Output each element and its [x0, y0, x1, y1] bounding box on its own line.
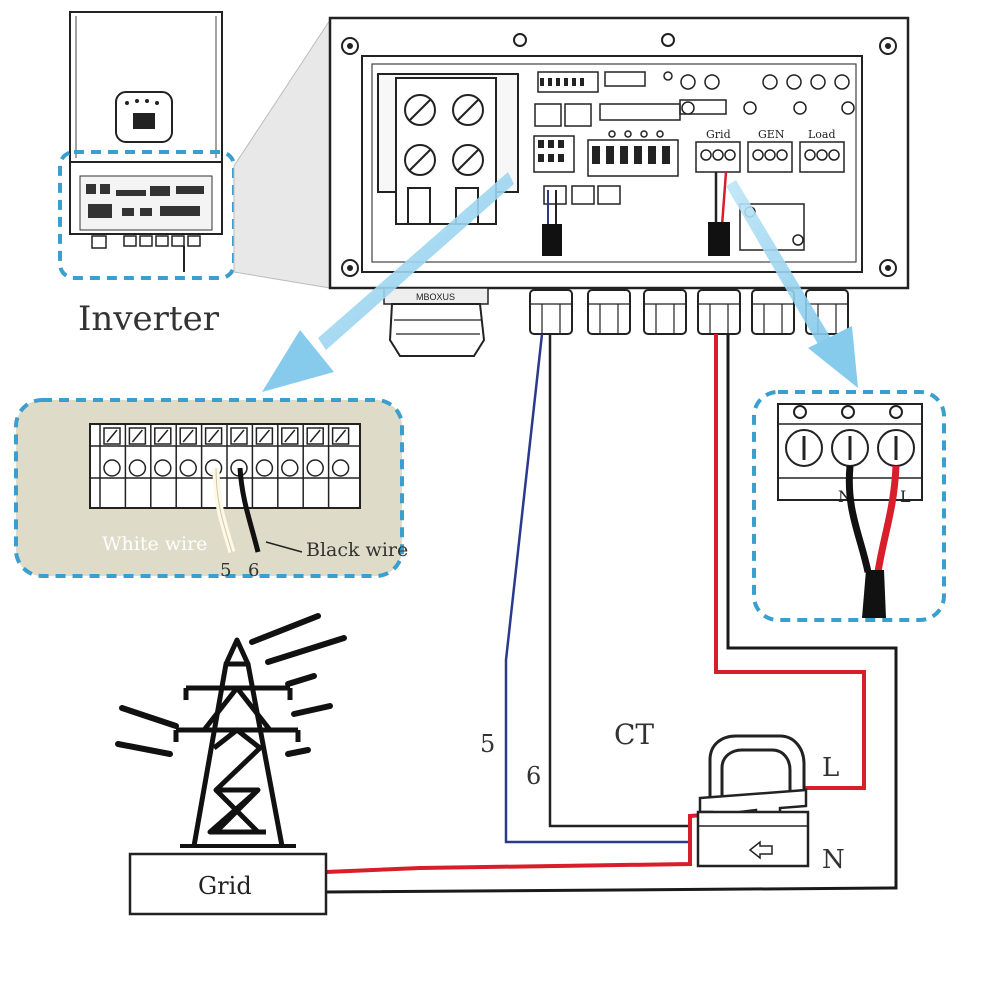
terminal-hole — [128, 459, 147, 477]
inverter-wiring-bay: Grid GEN Load — [328, 16, 910, 290]
black-wire — [237, 467, 261, 553]
zoom-wedge — [233, 18, 331, 289]
terminal-hole — [179, 459, 197, 477]
terminal-hole — [154, 459, 172, 477]
port-grid-label: Grid — [706, 128, 731, 141]
inverter-label: Inverter — [78, 299, 220, 339]
pin-5-label: 5 — [220, 560, 231, 581]
terminal-l-label: L — [900, 487, 911, 506]
terminal-hole — [281, 459, 299, 477]
cable-glands: MBOXUS — [383, 287, 849, 357]
terminal-hole — [306, 459, 324, 477]
neutral-label: N — [822, 845, 845, 875]
meter-label: MBOXUS — [416, 292, 455, 302]
terminal-callout: White wire Black wire 5 6 — [14, 398, 408, 581]
terminal-hole — [331, 459, 350, 477]
ct-signal-wires — [504, 333, 690, 844]
grid-neutral-wire — [325, 334, 898, 894]
grid-terminal-callout: N L — [752, 390, 946, 622]
ct-clamp-icon — [696, 734, 810, 868]
grid-label: Grid — [198, 872, 252, 900]
terminal-hole — [103, 459, 121, 477]
terminal-hole — [255, 459, 274, 477]
line-label: L — [822, 753, 839, 783]
port-load-label: Load — [808, 128, 836, 141]
power-line-strokes — [115, 613, 347, 757]
wire-5-label: 5 — [480, 730, 495, 758]
wire-6-label: 6 — [526, 762, 541, 790]
callout-arrow-right — [726, 180, 858, 388]
inverter-icon — [69, 11, 223, 272]
callout-arrow-left — [262, 172, 514, 392]
white-wire-label: White wire — [102, 533, 207, 555]
port-gen-label: GEN — [758, 128, 785, 141]
grid-box — [128, 852, 328, 916]
inverter-callout-frame — [58, 150, 236, 280]
ct-label: CT — [614, 718, 654, 751]
pin-6-label: 6 — [248, 560, 259, 581]
power-tower-icon — [173, 637, 301, 848]
terminal-block-icon — [89, 423, 361, 509]
black-wire-label: Black wire — [306, 539, 408, 561]
